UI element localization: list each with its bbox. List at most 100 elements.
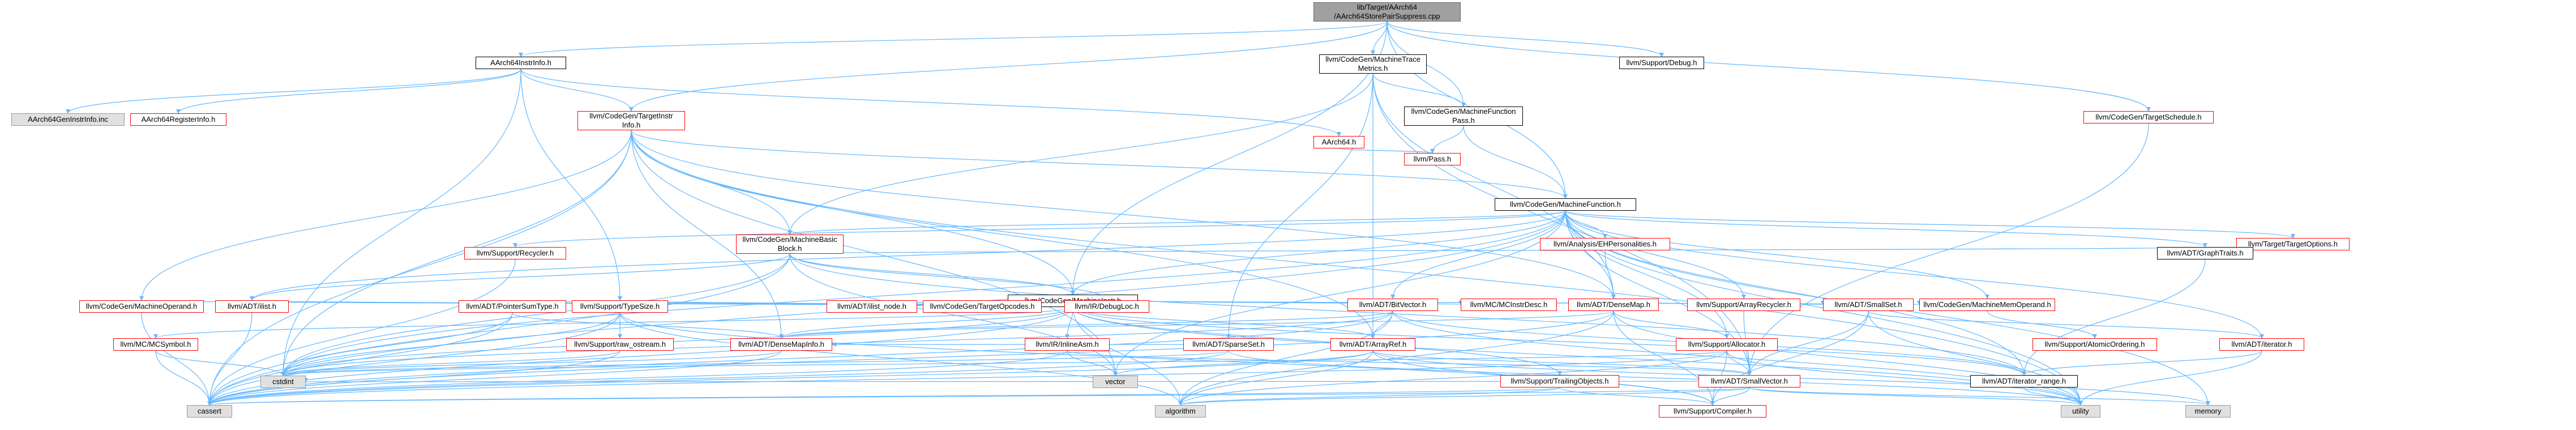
edge-machineinstr-to-mcsymbol — [153, 306, 1073, 339]
graph-node-densemapinfo[interactable]: llvm/ADT/DenseMapInfo.h — [730, 338, 832, 351]
graph-node-machinefunction[interactable]: llvm/CodeGen/MachineFunction.h — [1495, 198, 1636, 211]
graph-node-cstdint[interactable]: cstdint — [260, 376, 306, 388]
graph-node-inlineasm[interactable]: llvm/IR/InlineAsm.h — [1025, 338, 1110, 351]
edge-root-to-aarch64instrinfo-h — [519, 21, 1388, 57]
edge-machinefunction-to-machinememoperand — [1565, 210, 1989, 299]
graph-node-graphtraits[interactable]: llvm/ADT/GraphTraits.h — [2157, 247, 2253, 259]
edge-machinefunction-to-arrayrecycler — [1565, 210, 1746, 299]
edge-bitvector-to-densemapinfo — [779, 310, 1393, 339]
edge-aarch64-h-to-pass-h — [1338, 148, 1435, 154]
graph-node-vector[interactable]: vector — [1093, 376, 1138, 388]
graph-node-targetinstrinfo[interactable]: llvm/CodeGen/TargetInstr Info.h — [577, 111, 685, 130]
graph-node-iterator-range[interactable]: llvm/ADT/iterator_range.h — [1970, 375, 2078, 388]
edge-arrayref-to-algorithm — [1178, 350, 1373, 406]
edge-machineinstr-to-densemapinfo — [779, 306, 1073, 339]
edge-smallvector-to-utility — [1749, 387, 2083, 406]
graph-node-ehpersonalities[interactable]: llvm/Analysis/EHPersonalities.h — [1540, 238, 1670, 250]
graph-node-utility[interactable]: utility — [2061, 405, 2100, 418]
graph-node-bitvector[interactable]: llvm/ADT/BitVector.h — [1347, 299, 1438, 311]
edge-root-to-targetschedule — [1387, 21, 2151, 112]
edge-typesize-to-cstdint — [281, 312, 621, 376]
edge-bitvector-to-cstdint — [281, 310, 1393, 376]
graph-node-root[interactable]: lib/Target/AArch64 /AArch64StorePairSupp… — [1313, 2, 1461, 22]
graph-node-aarch64-h[interactable]: AArch64.h — [1313, 136, 1364, 148]
edge-raw-ostream-to-cassert — [207, 350, 621, 406]
edge-machinefunction-to-densemap — [1565, 210, 1616, 299]
edge-machinefunction-to-iterator-range — [1565, 210, 2026, 376]
edge-targetinstrinfo-to-arrayref — [631, 130, 1375, 339]
graph-node-typesize[interactable]: llvm/Support/TypeSize.h — [572, 300, 668, 313]
edge-smallset-to-utility — [1868, 310, 2083, 406]
edge-mcsymbol-to-cassert — [155, 350, 212, 406]
edge-aarch64instrinfo-h-to-aarch64registerinfo — [176, 69, 521, 114]
graph-node-smallset[interactable]: llvm/ADT/SmallSet.h — [1823, 299, 1914, 311]
edge-machinetracemetrics-to-densemap — [1372, 73, 1616, 299]
graph-node-pointersumtype[interactable]: llvm/ADT/PointerSumType.h — [459, 300, 566, 313]
edge-targetinstrinfo-to-densemapinfo — [631, 130, 784, 339]
graph-node-machinebasicblock[interactable]: llvm/CodeGen/MachineBasic Block.h — [736, 235, 844, 254]
edge-smallvector-to-compiler — [1710, 387, 1750, 406]
edge-machinefunction-to-cstdint — [281, 210, 1566, 376]
graph-node-aarch64registerinfo[interactable]: AArch64RegisterInfo.h — [130, 113, 226, 126]
edge-iterator-range-to-utility — [2023, 387, 2083, 406]
graph-node-debug-h[interactable]: llvm/Support/Debug.h — [1619, 57, 1704, 69]
graph-node-mcinstrdesc[interactable]: llvm/MC/MCInstrDesc.h — [1461, 299, 1557, 311]
graph-node-machinetracemetrics[interactable]: llvm/CodeGen/MachineTrace Metrics.h — [1319, 54, 1427, 74]
edge-machinebasicblock-to-cassert — [207, 253, 790, 406]
edge-densemap-to-compiler — [1613, 310, 1715, 406]
graph-node-aarch64instrinfo-h[interactable]: AArch64InstrInfo.h — [476, 57, 566, 69]
edge-smallvector-to-cstdint — [305, 378, 1699, 384]
edge-targetinstrinfo-to-densemap — [631, 130, 1616, 299]
edge-root-to-debug-h — [1387, 21, 1664, 57]
graph-node-arrayref[interactable]: llvm/ADT/ArrayRef.h — [1330, 338, 1415, 351]
edge-smallset-to-compiler — [1710, 310, 1869, 406]
graph-node-debugloc[interactable]: llvm/IR/DebugLoc.h — [1064, 300, 1149, 313]
edge-machinebasicblock-to-ilist-h — [250, 253, 790, 301]
graph-node-allocator[interactable]: llvm/Support/Allocator.h — [1676, 338, 1778, 351]
graph-node-ilist-node[interactable]: llvm/ADT/ilist_node.h — [827, 300, 917, 313]
edge-trailingobjects-to-algorithm — [1178, 387, 1560, 406]
graph-node-arrayrecycler[interactable]: llvm/Support/ArrayRecycler.h — [1687, 299, 1800, 311]
edge-machinetracemetrics-to-machinefunctionpass — [1372, 73, 1466, 107]
edge-iterator-h-to-iterator-range — [2022, 350, 2262, 376]
edge-arrayref-to-cassert — [207, 350, 1373, 406]
graph-node-ilist-h[interactable]: llvm/ADT/ilist.h — [215, 300, 289, 313]
edge-aarch64instrinfo-h-to-aarch64geninstrinfo — [66, 69, 521, 114]
graph-node-targetopcodes[interactable]: llvm/CodeGen/TargetOpcodes.h — [923, 300, 1042, 313]
graph-node-mcsymbol[interactable]: llvm/MC/MCSymbol.h — [113, 338, 198, 351]
edge-pointersumtype-to-cassert — [207, 312, 513, 406]
edge-inlineasm-to-smallvector — [1067, 350, 1752, 376]
edge-machineinstr-to-cstdint — [281, 306, 1073, 376]
graph-node-machinefunctionpass[interactable]: llvm/CodeGen/MachineFunction Pass.h — [1404, 107, 1523, 126]
graph-node-trailingobjects[interactable]: llvm/Support/TrailingObjects.h — [1500, 375, 1619, 388]
graph-node-smallvector[interactable]: llvm/ADT/SmallVector.h — [1698, 375, 1800, 388]
graph-node-machineoperand[interactable]: llvm/CodeGen/MachineOperand.h — [79, 300, 204, 313]
graph-node-cassert[interactable]: cassert — [187, 405, 232, 418]
graph-node-pass-h[interactable]: llvm/Pass.h — [1404, 153, 1461, 165]
edge-machinebasicblock-to-iterator-range — [789, 253, 2026, 376]
edge-densemap-to-densemapinfo — [779, 310, 1614, 339]
graph-node-raw-ostream[interactable]: llvm/Support/raw_ostream.h — [566, 338, 674, 351]
edge-smallset-to-smallvector — [1747, 310, 1869, 376]
graph-node-targetoptions[interactable]: llvm/Target/TargetOptions.h — [2236, 238, 2350, 250]
graph-node-recycler[interactable]: llvm/Support/Recycler.h — [464, 247, 566, 259]
graph-node-machinememoperand[interactable]: llvm/CodeGen/MachineMemOperand.h — [1919, 299, 2055, 311]
edge-ilist-h-to-cassert — [207, 312, 253, 406]
graph-node-aarch64geninstrinfo[interactable]: AArch64GenInstrInfo.inc — [11, 113, 125, 126]
edge-machinememoperand-to-atomicordering — [1987, 310, 2097, 339]
graph-node-algorithm[interactable]: algorithm — [1155, 405, 1206, 418]
graph-node-densemap[interactable]: llvm/ADT/DenseMap.h — [1568, 299, 1659, 311]
edge-pointersumtype-to-densemapinfo — [512, 312, 784, 339]
graph-node-targetschedule[interactable]: llvm/CodeGen/TargetSchedule.h — [2083, 111, 2214, 124]
edge-densemapinfo-to-cstdint — [281, 350, 782, 376]
edge-targetinstrinfo-to-utility — [631, 130, 2083, 406]
graph-node-memory[interactable]: memory — [2185, 405, 2231, 418]
edge-machinebasicblock-to-graphtraits — [789, 246, 2206, 254]
edge-arrayref-to-vector — [1113, 350, 1373, 376]
edge-typesize-to-algorithm — [619, 312, 1183, 406]
graph-node-atomicordering[interactable]: llvm/Support/AtomicOrdering.h — [2032, 338, 2157, 351]
graph-node-iterator-h[interactable]: llvm/ADT/iterator.h — [2219, 338, 2304, 351]
graph-node-sparseset[interactable]: llvm/ADT/SparseSet.h — [1183, 338, 1274, 351]
graph-node-compiler[interactable]: llvm/Support/Compiler.h — [1659, 405, 1766, 418]
